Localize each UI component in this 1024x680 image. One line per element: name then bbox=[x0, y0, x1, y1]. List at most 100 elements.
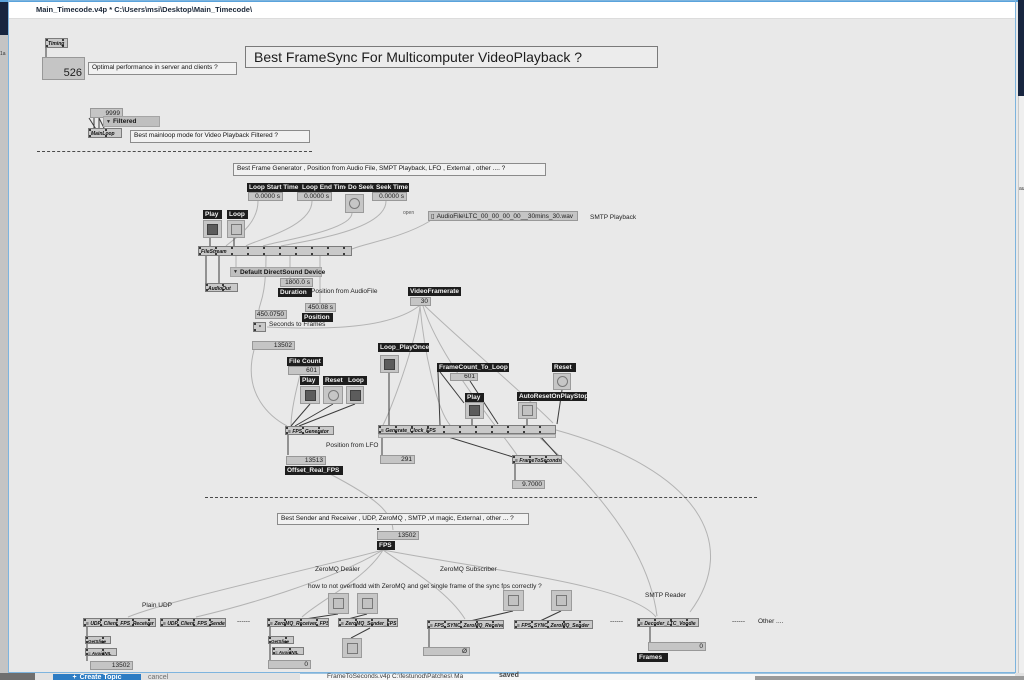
label-loop-start-time: Loop Start Time bbox=[247, 183, 300, 193]
label-loop-playonce: Loop_PlayOnce bbox=[378, 343, 430, 353]
toggle-on-icon bbox=[349, 389, 361, 401]
label-loop-2: Loop bbox=[346, 376, 367, 386]
subpatch-icon: ≡ bbox=[515, 458, 518, 464]
node-mainloop[interactable]: MainLoop bbox=[88, 128, 122, 138]
node-sync-sender[interactable]: ≡ FPS_SYNC_ZeroMQ_Sender bbox=[514, 620, 593, 629]
node-label: UDP_Client_FPS_Receiver bbox=[90, 621, 154, 627]
node-generate-clock-body[interactable] bbox=[378, 434, 556, 438]
iobox-lfo-out[interactable]: 291 bbox=[380, 455, 415, 464]
iobox-file-count[interactable]: 601 bbox=[288, 366, 320, 375]
toggle-zmq-3[interactable] bbox=[342, 638, 362, 658]
label-offset-real-fps: Offset_Real_FPS bbox=[285, 466, 343, 476]
node-fps-generator[interactable]: ≡ FPS_Generator bbox=[285, 426, 334, 435]
node-label: ZeroMQ_Sender_FPS bbox=[345, 621, 397, 627]
toggle-zmq-1[interactable] bbox=[328, 593, 349, 614]
toggle-play-2[interactable] bbox=[300, 386, 320, 404]
toggle-loop-2[interactable] bbox=[346, 386, 364, 404]
toggle-play[interactable] bbox=[203, 220, 222, 238]
text-dashes-2: ------ bbox=[610, 618, 623, 625]
iobox-audiofile-path[interactable]: ▯ AudioFile\LTC_00_00_00_00__30mins_30.w… bbox=[428, 211, 578, 221]
node-decoder-ltc[interactable]: ≡ Decoder_LTC_Voodie bbox=[637, 618, 699, 627]
iobox-framecount[interactable]: 601 bbox=[450, 373, 478, 381]
chevron-down-icon: ▼ bbox=[106, 118, 111, 125]
node-avoidnil-2[interactable]: ≡ AvoidNIL bbox=[272, 647, 304, 655]
node-getslice-1[interactable]: GetSlice bbox=[85, 636, 111, 644]
label-play-3: Play bbox=[465, 393, 484, 403]
node-sync-receiver[interactable]: ≡ FPS_SYNC_ZeroMQ_Receiver bbox=[427, 620, 504, 629]
toggle-loop-playonce[interactable] bbox=[380, 355, 399, 373]
create-topic-button[interactable]: + Create Topic bbox=[53, 674, 141, 680]
node-avoidnil-1[interactable]: ≡ AvoidNIL bbox=[85, 648, 117, 656]
toggle-sync-1[interactable] bbox=[503, 590, 524, 611]
enum-mainloop-label: Filtered bbox=[112, 118, 137, 125]
text-position-from-lfo: Position from LFO bbox=[326, 442, 379, 449]
title-bar[interactable] bbox=[9, 2, 1015, 19]
subpatch-icon: ≡ bbox=[430, 623, 433, 629]
bang-circle-icon bbox=[556, 376, 568, 387]
iobox-frames-total[interactable]: 13502 bbox=[252, 341, 295, 350]
iobox-duration[interactable]: 1800.0 s bbox=[280, 278, 313, 287]
iobox-fps-out[interactable]: 13513 bbox=[286, 456, 326, 465]
window-title: Main_Timecode.v4p * C:\Users\msi\Desktop… bbox=[36, 5, 253, 14]
bang-reset[interactable] bbox=[323, 386, 343, 404]
enum-mainloop-mode[interactable]: ▼ Filtered bbox=[103, 116, 160, 127]
bang-reset-2[interactable] bbox=[553, 373, 571, 390]
iobox-udp-value[interactable]: 13502 bbox=[90, 661, 133, 670]
iobox-videoframerate[interactable]: 30 bbox=[410, 297, 431, 306]
iobox-loop-end[interactable]: 0.0000 s bbox=[297, 192, 332, 201]
iobox-sync-value[interactable]: Ø bbox=[423, 647, 470, 656]
iobox-fps-broadcast[interactable]: 13502 bbox=[377, 531, 419, 540]
audiofile-path: AudioFile\LTC_00_00_00_00__30mins_30.wav bbox=[436, 213, 574, 220]
node-label: UDP_Client_FPS_Sender bbox=[167, 621, 226, 627]
window-top-border bbox=[0, 0, 1024, 2]
node-frametoseconds[interactable]: ≡ FrameToSeconds bbox=[512, 455, 562, 464]
subpatch-icon: ≡ bbox=[640, 621, 643, 627]
iobox-position-seconds[interactable]: 450.08 s bbox=[305, 303, 336, 312]
iobox-seconds-out[interactable]: 9.7000 bbox=[512, 480, 545, 489]
toggle-play-3[interactable] bbox=[465, 402, 484, 419]
node-udp-receiver[interactable]: ≡ UDP_Client_FPS_Receiver bbox=[83, 618, 156, 627]
iobox-loop-start[interactable]: 0.0000 s bbox=[248, 192, 283, 201]
pin-open-label: open bbox=[403, 210, 415, 216]
toggle-loop[interactable] bbox=[227, 220, 245, 238]
cancel-link[interactable]: cancel bbox=[148, 674, 169, 680]
separator-1 bbox=[37, 151, 312, 152]
node-getslice-2[interactable]: GetSlice bbox=[268, 636, 294, 644]
node-filestream[interactable]: FileStream bbox=[198, 246, 352, 256]
text-position-from-audiofile: Position from AudioFile bbox=[311, 288, 378, 295]
toggle-off-icon bbox=[230, 223, 242, 235]
iobox-decoder-value[interactable]: 0 bbox=[648, 642, 706, 651]
label-reset: Reset bbox=[323, 376, 347, 386]
toggle-autoreset[interactable] bbox=[518, 402, 537, 419]
enum-audio-device[interactable]: ▼ Default DirectSound Device bbox=[230, 267, 325, 277]
toggle-sync-2[interactable] bbox=[551, 590, 572, 611]
backdrop-top-right bbox=[1018, 0, 1024, 96]
toggle-on-icon bbox=[207, 223, 218, 235]
node-zmq-sender[interactable]: ≡ ZeroMQ_Sender_FPS bbox=[338, 618, 398, 627]
node-label: Generate_Clock_FPS bbox=[385, 428, 436, 434]
node-multiply[interactable]: * bbox=[253, 322, 266, 332]
bang-circle-icon bbox=[349, 198, 360, 209]
file-icon: ▯ bbox=[431, 213, 435, 220]
node-audioout[interactable]: AudioOut bbox=[205, 283, 238, 292]
iobox-seek-time[interactable]: 0.0000 s bbox=[372, 192, 407, 201]
iobox-position-raw[interactable]: 450.0750 bbox=[255, 310, 287, 319]
node-timing[interactable]: Timing bbox=[45, 38, 68, 48]
toggle-zmq-2[interactable] bbox=[357, 593, 378, 614]
node-generate-clock-fps[interactable]: ≡ Generate_Clock_FPS bbox=[378, 425, 556, 434]
iobox-timing-value[interactable]: 526 bbox=[42, 57, 85, 80]
label-do-seek: Do Seek bbox=[346, 183, 374, 193]
label-autoreset: AutoResetOnPlayStop bbox=[517, 392, 589, 402]
text-zeromq-dealer: ZeroMQ Dealer bbox=[315, 566, 360, 573]
label-position: Position bbox=[302, 313, 333, 323]
node-zmq-receiver[interactable]: ≡ ZeroMQ_Receiver_FPS bbox=[267, 618, 329, 627]
patch-window-frame bbox=[8, 0, 1016, 673]
toggle-off-icon bbox=[362, 598, 373, 609]
iobox-zmq-value[interactable]: 0 bbox=[268, 660, 311, 669]
bang-do-seek[interactable] bbox=[345, 194, 364, 213]
node-udp-sender[interactable]: ≡ UDP_Client_FPS_Sender bbox=[160, 618, 226, 627]
toggle-on-icon bbox=[384, 358, 395, 370]
label-fps: FPS bbox=[377, 541, 395, 551]
label-videoframerate: VideoFramerate bbox=[408, 287, 461, 297]
